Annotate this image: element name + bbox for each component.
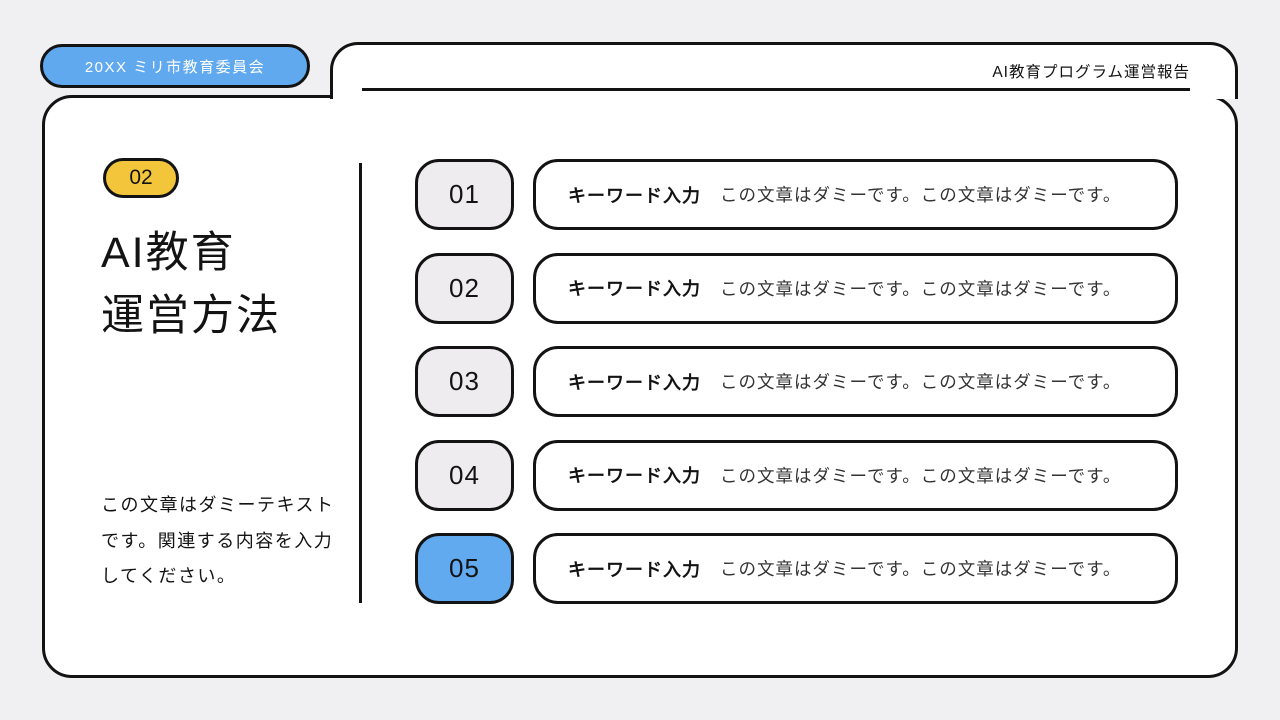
keyword-description-4: この文章はダミーです。この文章はダミーです。 [720, 465, 1122, 486]
keyword-description-1: この文章はダミーです。この文章はダミーです。 [720, 185, 1122, 205]
section-number-badge: 02 [103, 158, 179, 198]
list-row-5: 05 キーワード入力 この文章はダミーです。この文章はダミーです。 [415, 533, 1178, 604]
list-row-2: 02 キーワード入力 この文章はダミーです。この文章はダミーです。 [415, 252, 1178, 324]
section-description: この文章はダミーテキスト です。関連する内容を入力 してください。 [101, 488, 334, 595]
keyword-box-3: キーワード入力 この文章はダミーです。この文章はダミーです。 [533, 346, 1178, 417]
keyword-label-4: キーワード入力 [568, 466, 701, 486]
keyword-box-4: キーワード入力 この文章はダミーです。この文章はダミーです。 [533, 439, 1178, 511]
org-badge: 20XX ミリ市教育委員会 [40, 44, 310, 88]
list-row-1: 01 キーワード入力 この文章はダミーです。この文章はダミーです。 [415, 159, 1178, 230]
section-description-line3: してください。 [101, 566, 237, 586]
section-description-line2: です。関連する内容を入力 [101, 530, 334, 551]
list-row-3: 03 キーワード入力 この文章はダミーです。この文章はダミーです。 [415, 346, 1178, 417]
step-number-box-2: 02 [415, 252, 514, 324]
vertical-divider [359, 163, 362, 603]
keyword-box-2: キーワード入力 この文章はダミーです。この文章はダミーです。 [533, 252, 1178, 324]
keyword-label-1: キーワード入力 [568, 185, 701, 206]
section-title: AI教育 運営方法 [101, 222, 281, 348]
keyword-description-3: この文章はダミーです。この文章はダミーです。 [720, 372, 1122, 392]
section-description-line1: この文章はダミーテキスト [101, 495, 335, 515]
keyword-description-2: この文章はダミーです。この文章はダミーです。 [720, 278, 1122, 299]
step-number-box-4: 04 [415, 439, 514, 511]
keyword-list: 01 キーワード入力 この文章はダミーです。この文章はダミーです。 02 キーワ… [415, 159, 1178, 604]
keyword-box-5: キーワード入力 この文章はダミーです。この文章はダミーです。 [533, 533, 1178, 604]
keyword-label-5: キーワード入力 [568, 559, 701, 580]
report-title: AI教育プログラム運営報告 [992, 64, 1190, 81]
list-row-4: 04 キーワード入力 この文章はダミーです。この文章はダミーです。 [415, 439, 1178, 511]
step-number-box-1: 01 [415, 159, 514, 230]
step-number-box-3: 03 [415, 346, 514, 417]
report-title-underline [362, 88, 1190, 91]
step-number-box-5: 05 [415, 533, 514, 604]
org-badge-label: 20XX ミリ市教育委員会 [84, 58, 266, 76]
keyword-label-2: キーワード入力 [568, 279, 701, 299]
section-title-line1: AI教育 [101, 229, 236, 277]
section-title-line2: 運営方法 [101, 292, 281, 340]
keyword-label-3: キーワード入力 [568, 372, 701, 393]
keyword-box-1: キーワード入力 この文章はダミーです。この文章はダミーです。 [533, 159, 1178, 230]
keyword-description-5: この文章はダミーです。この文章はダミーです。 [720, 559, 1122, 579]
